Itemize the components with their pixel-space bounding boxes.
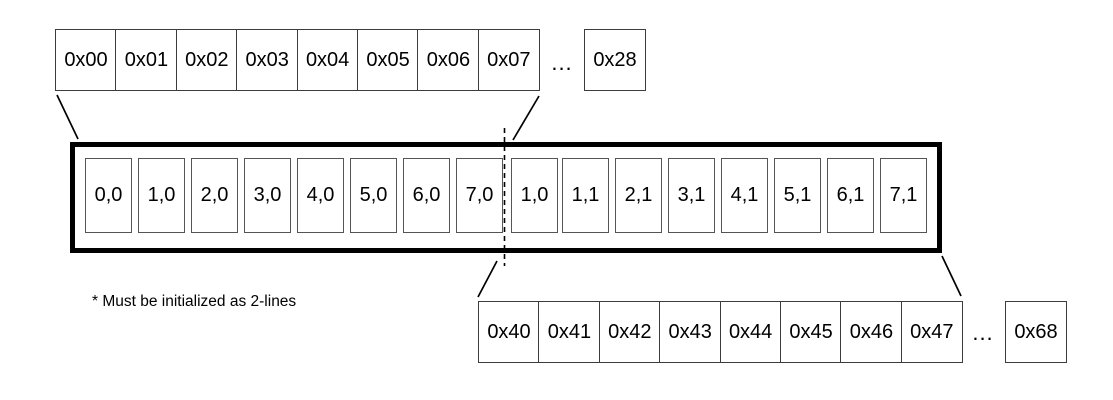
buffer-slot-cell: 7,1 — [880, 158, 927, 233]
memory-address-cell: 0x44 — [719, 301, 782, 363]
connector-top-right-line — [512, 95, 540, 141]
buffer-slot-cell: 1,0 — [138, 158, 185, 233]
buffer-slot-cell: 3,1 — [668, 158, 715, 233]
memory-address-cell: 0x05 — [357, 29, 420, 91]
connector-bottom-left-line — [477, 260, 498, 298]
buffer-slot-cell: 2,1 — [615, 158, 662, 233]
note-text: * Must be initialized as 2-lines — [92, 293, 297, 310]
memory-address-cell: 0x43 — [659, 301, 722, 363]
buffer-slot-cell: 2,0 — [191, 158, 238, 233]
memory-address-cell: 0x40 — [478, 301, 540, 363]
memory-address-cell: 0x02 — [175, 29, 238, 91]
bottom-row-ellipsis: ... — [972, 320, 994, 345]
buffer-slot-cell: 4,0 — [297, 158, 344, 233]
buffer-slot-cell: 7,0 — [456, 158, 503, 233]
memory-address-cell: 0x47 — [900, 301, 963, 363]
buffer-slot-cell: 6,0 — [403, 158, 450, 233]
top-memory-row: 0x00 0x01 0x02 0x03 0x04 0x05 0x06 0x07 — [55, 29, 540, 91]
memory-address-end-cell: 0x68 — [1005, 301, 1067, 363]
buffer-slot-cell: 6,1 — [827, 158, 874, 233]
buffer-slot-cell: 1,0 — [511, 158, 558, 233]
memory-address-cell: 0x45 — [780, 301, 843, 363]
memory-address-cell: 0x06 — [417, 29, 480, 91]
connector-bottom-right-line — [941, 255, 962, 297]
buffer-slot-cell: 5,0 — [350, 158, 397, 233]
buffer-slot-cell: 0,0 — [85, 158, 132, 233]
memory-address-cell: 0x00 — [55, 29, 117, 91]
memory-address-cell: 0x03 — [236, 29, 299, 91]
memory-address-cell: 0x01 — [115, 29, 178, 91]
memory-address-cell: 0x07 — [477, 29, 540, 91]
bottom-memory-row: 0x40 0x41 0x42 0x43 0x44 0x45 0x46 0x47 — [478, 301, 963, 363]
memory-address-cell: 0x04 — [296, 29, 359, 91]
buffer-slot-cell: 1,1 — [562, 158, 609, 233]
memory-address-end-cell: 0x28 — [584, 29, 646, 91]
memory-address-cell: 0x46 — [840, 301, 903, 363]
connector-top-left-line — [56, 94, 79, 140]
memory-address-cell: 0x41 — [538, 301, 601, 363]
buffer-slot-cell: 4,1 — [721, 158, 768, 233]
buffer-slot-cell: 3,0 — [244, 158, 291, 233]
buffer-slot-cell: 5,1 — [774, 158, 821, 233]
top-row-ellipsis: ... — [551, 50, 573, 75]
memory-address-cell: 0x42 — [598, 301, 661, 363]
